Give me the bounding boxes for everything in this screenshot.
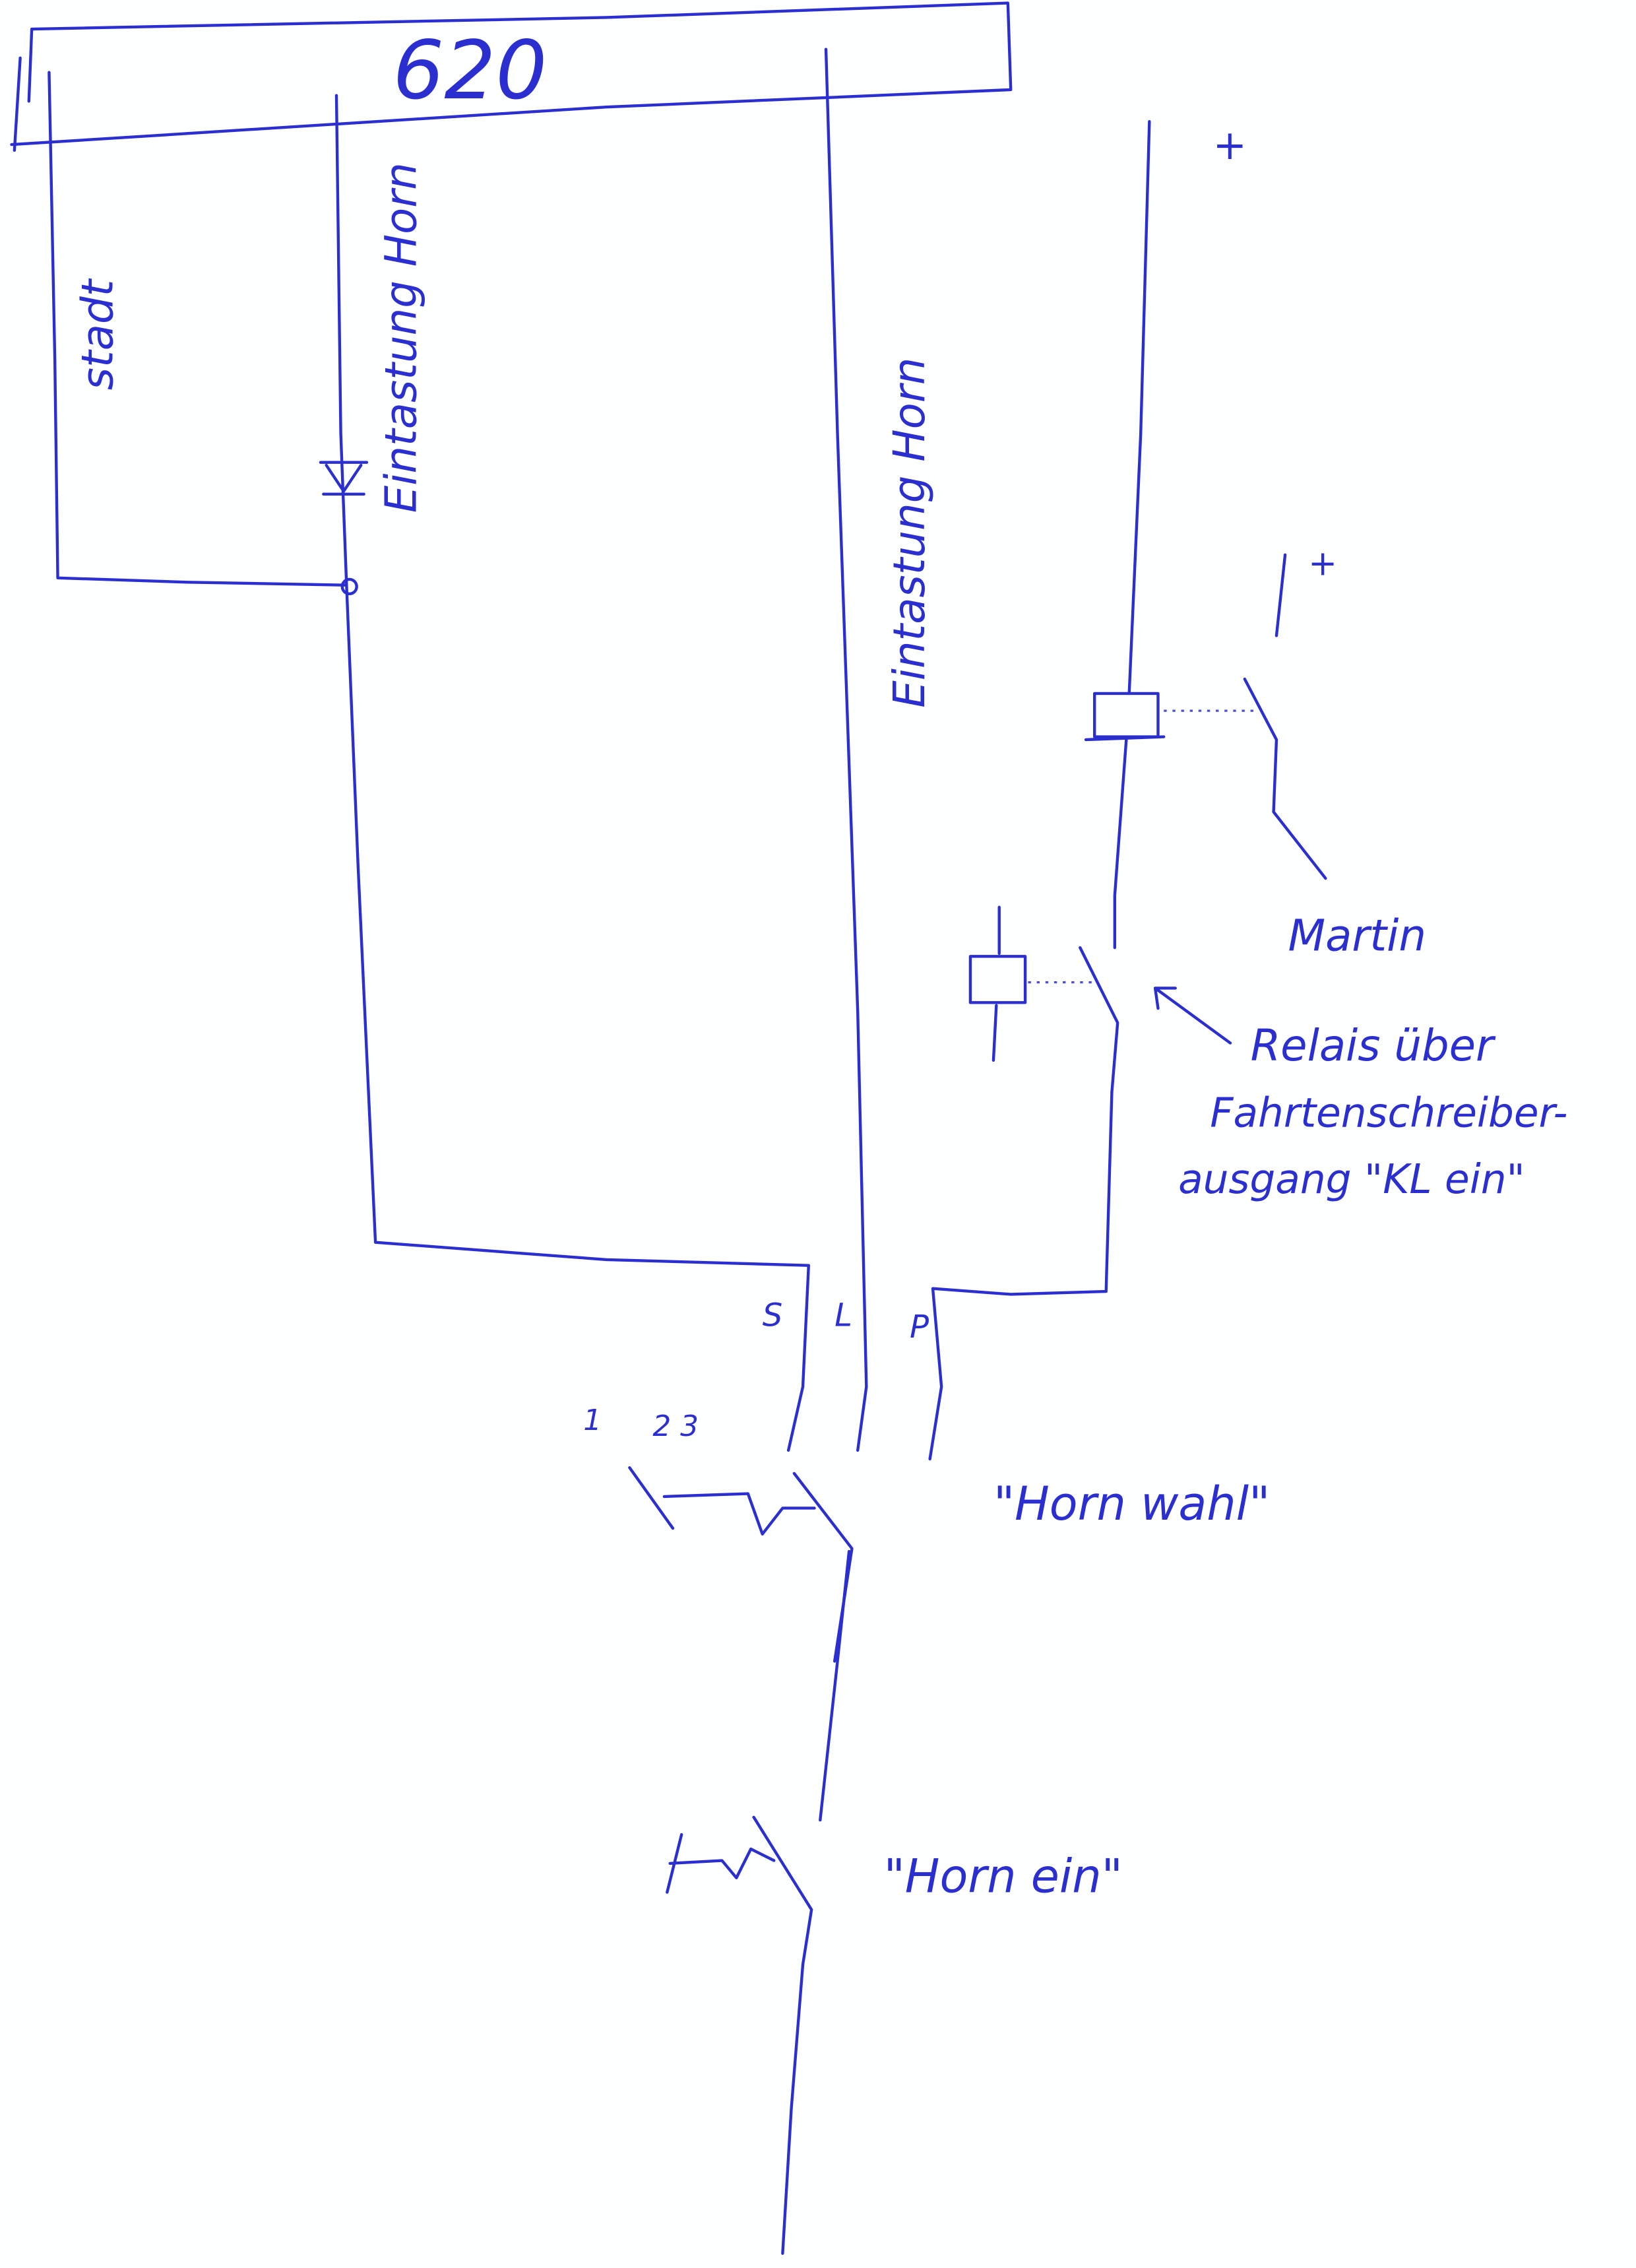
wire-stadt xyxy=(47,71,348,587)
switch-kl xyxy=(1079,946,1119,1094)
junction-dot xyxy=(340,577,358,596)
selector-switch-horn-wahl xyxy=(628,1466,854,1663)
relay-coil-kl xyxy=(968,905,1027,1062)
relay-coil-martin xyxy=(1084,692,1166,742)
label-relais-3: ausgang "KL ein" xyxy=(1178,1156,1525,1203)
wire-p xyxy=(928,1090,1114,1461)
position-2-3: 2 3 xyxy=(652,1409,699,1443)
terminal-p: P xyxy=(910,1309,929,1345)
wire-relay-down xyxy=(1113,738,1128,950)
terminal-l: L xyxy=(834,1297,852,1334)
label-horn-ein: "Horn ein" xyxy=(884,1850,1123,1904)
arrow-icon xyxy=(1153,987,1232,1045)
position-1: 1 xyxy=(583,1404,602,1437)
box-620: 620 xyxy=(10,1,1013,152)
switch-martin xyxy=(1243,553,1327,880)
pushbutton-horn-ein xyxy=(666,1815,813,2255)
box-label: 620 xyxy=(393,23,547,117)
label-eintastung-left: Eintastung Horn xyxy=(376,162,426,513)
label-relais-2: Fahrtenschreiber- xyxy=(1210,1090,1567,1137)
wire-s xyxy=(786,1264,810,1452)
label-horn-wahl: "Horn wahl" xyxy=(993,1477,1270,1531)
label-eintastung-right: Eintastung Horn xyxy=(885,358,935,708)
wire-plus xyxy=(1127,119,1151,696)
label-plus-top: + xyxy=(1213,122,1247,169)
label-martin: Martin xyxy=(1288,911,1426,961)
terminal-s: S xyxy=(763,1297,783,1334)
wire-main xyxy=(819,1549,851,1822)
wire-eintastung-left xyxy=(334,94,810,1267)
label-stadt: stadt xyxy=(73,278,123,390)
diode-icon xyxy=(319,461,369,496)
label-relais-1: Relais über xyxy=(1251,1021,1496,1071)
label-plus-martin: + xyxy=(1308,543,1337,583)
wire-eintastung-right xyxy=(824,48,868,1452)
